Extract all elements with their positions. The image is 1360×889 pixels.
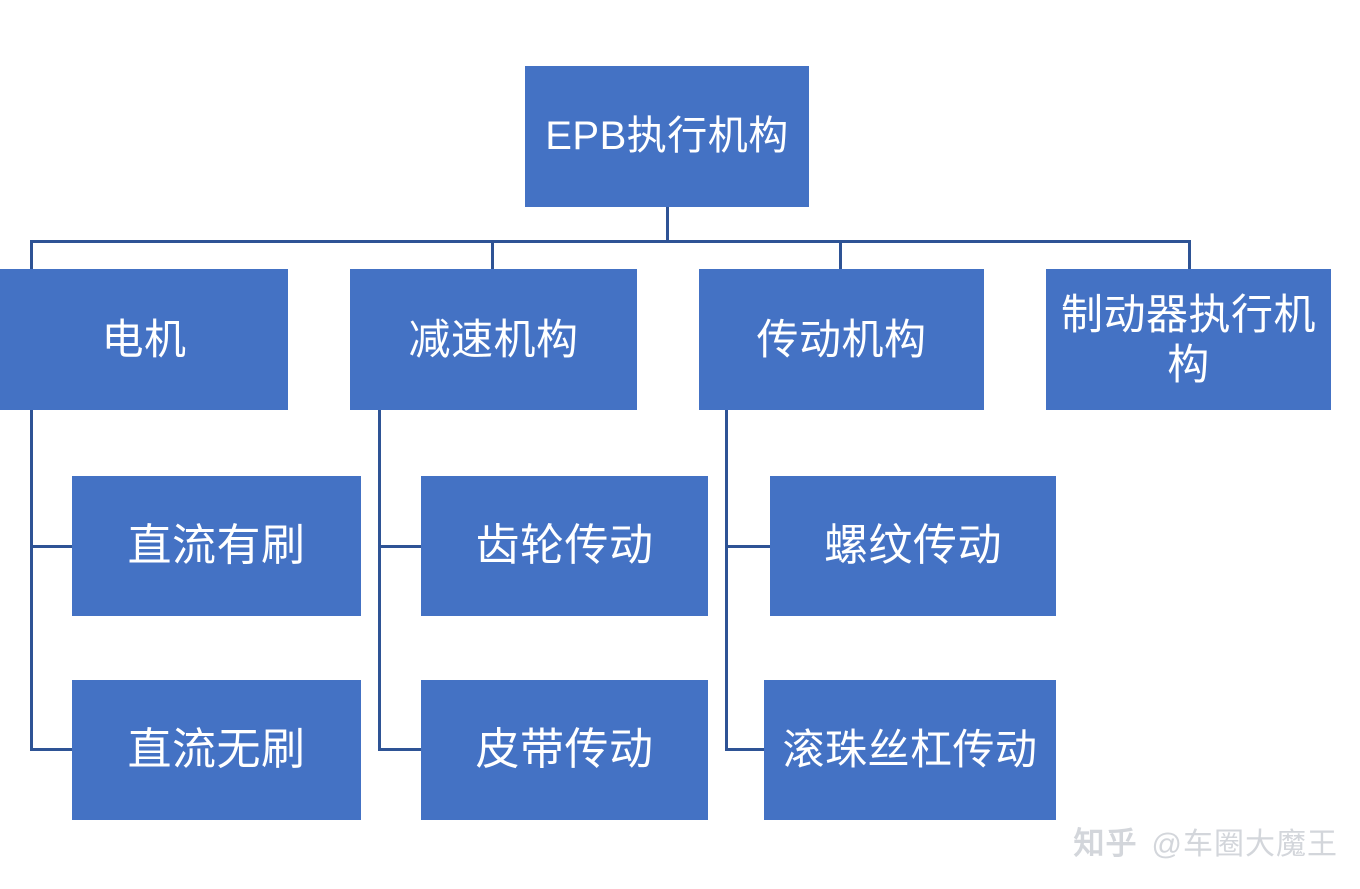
connector-drop-zhidongqi — [1188, 240, 1191, 269]
node-ball-screw-drive[interactable]: 滚珠丝杠传动 — [764, 680, 1056, 820]
connector-spine-chuandong — [725, 410, 728, 750]
connector-stub-chilun — [378, 545, 423, 548]
node-transmission-mechanism[interactable]: 传动机构 — [699, 269, 984, 410]
node-motor[interactable]: 电机 — [0, 269, 288, 410]
node-gear-drive[interactable]: 齿轮传动 — [421, 476, 708, 616]
watermark: 知乎 @车圈大魔王 — [1074, 818, 1338, 863]
watermark-handle: @车圈大魔王 — [1151, 827, 1338, 861]
connector-stub-gunzhusigang — [725, 748, 766, 751]
connector-spine-jiansu — [378, 410, 381, 750]
connector-stub-luowen — [725, 545, 772, 548]
connector-drop-dianji — [30, 240, 33, 269]
zhihu-logo: 知乎 — [1073, 826, 1138, 861]
connector-root-stem — [666, 207, 669, 243]
node-brushed-dc[interactable]: 直流有刷 — [72, 476, 361, 616]
node-brushless-dc[interactable]: 直流无刷 — [72, 680, 361, 820]
node-root-epb-actuator[interactable]: EPB执行机构 — [525, 66, 809, 207]
connector-drop-chuandong — [839, 240, 842, 269]
connector-stub-pidai — [378, 748, 423, 751]
connector-drop-jiansu — [491, 240, 494, 269]
connector-stub-zhiliuyoushua — [30, 545, 74, 548]
node-belt-drive[interactable]: 皮带传动 — [421, 680, 708, 820]
node-reduction-mechanism[interactable]: 减速机构 — [350, 269, 637, 410]
node-brake-actuator[interactable]: 制动器执行机构 — [1046, 269, 1331, 410]
connector-spine-dianji — [30, 410, 33, 750]
node-screw-drive[interactable]: 螺纹传动 — [770, 476, 1056, 616]
connector-stub-zhiliuwushua — [30, 748, 74, 751]
connector-level2-bus — [30, 240, 1190, 243]
